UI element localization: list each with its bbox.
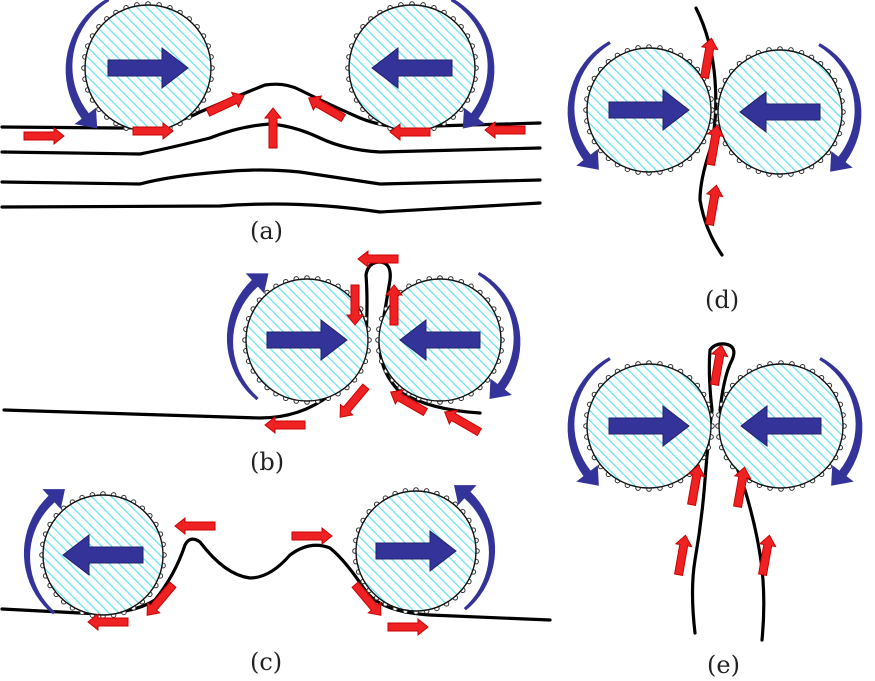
panel-label-b: (b) <box>250 448 284 476</box>
panel-label-a: (a) <box>250 217 283 245</box>
rotation-arrow-clockwise <box>450 0 495 129</box>
sheet-strand-left <box>690 342 766 642</box>
push-arrow-left <box>739 90 821 134</box>
rotation-arrow-counterclockwise <box>65 0 110 129</box>
flow-arrow-up-left <box>307 95 347 123</box>
flow-arrow-up-left <box>443 409 483 437</box>
flow-arrow-left <box>357 249 399 269</box>
flow-arrow-up-right <box>205 91 245 117</box>
push-arrow-right <box>375 529 457 573</box>
flow-arrow-right <box>387 617 429 637</box>
flow-arrow-left <box>389 122 431 142</box>
flow-arrow-down-left <box>339 383 370 418</box>
sheet-layer-4 <box>0 201 542 214</box>
rotation-arrow-counterclockwise <box>567 41 611 170</box>
push-arrow-right <box>107 46 189 90</box>
flow-arrow-up <box>674 534 693 576</box>
push-arrow-left <box>740 404 822 448</box>
flow-arrow-left <box>484 120 526 140</box>
flow-arrow-up <box>700 37 719 79</box>
panel-c-right-roller <box>352 485 496 615</box>
flow-arrow-up-left <box>389 389 429 417</box>
flow-arrow-down <box>345 284 365 326</box>
rotation-arrow-counterclockwise <box>454 485 496 611</box>
panel-label-e: (e) <box>707 651 740 679</box>
flow-arrows <box>23 37 777 637</box>
panel-a-left-roller <box>65 0 215 135</box>
push-arrow-right <box>608 404 690 448</box>
panel-label-d: (d) <box>705 286 739 314</box>
panel-e: (e) <box>690 342 766 679</box>
panel-d-right-roller <box>714 43 862 178</box>
panel-d: (d) <box>694 6 739 314</box>
rollers <box>23 0 863 619</box>
flow-arrow-up <box>705 184 724 226</box>
push-arrow-left <box>371 46 453 90</box>
rotation-arrow-clockwise <box>23 489 65 615</box>
panel-d-left-roller <box>567 41 715 176</box>
panel-label-c: (c) <box>250 648 282 676</box>
flow-arrow-right <box>23 126 65 146</box>
flow-arrow-up <box>384 284 404 326</box>
panel-a-right-roller <box>345 0 495 135</box>
panel-b-left-roller <box>226 273 372 405</box>
push-arrow-right <box>266 318 348 362</box>
rotation-arrow-clockwise <box>818 43 862 172</box>
push-arrow-right <box>608 88 690 132</box>
flow-arrow-up <box>687 464 706 506</box>
rotation-arrow-clockwise <box>477 271 521 399</box>
sheet-layer-3 <box>0 168 542 186</box>
flow-arrow-up <box>710 344 729 386</box>
flow-arrow-right <box>132 121 174 141</box>
panel-a: (a) <box>0 82 542 245</box>
rotation-arrow-counterclockwise <box>567 357 611 486</box>
flow-arrow-up <box>263 107 283 149</box>
push-arrow-left <box>62 533 144 577</box>
push-arrow-left <box>399 318 481 362</box>
flow-arrow-down-left <box>146 581 177 616</box>
flow-arrow-left <box>174 516 216 536</box>
panel-e-left-roller <box>567 357 715 492</box>
flow-arrow-down-right <box>351 581 382 616</box>
flow-arrow-left <box>87 612 129 632</box>
flow-arrow-right <box>291 526 333 546</box>
flow-arrow-left <box>264 415 306 435</box>
panel-c-left-roller <box>23 489 167 619</box>
panel-b-right-roller <box>375 271 521 405</box>
flow-arrow-up <box>758 534 777 576</box>
rotation-arrow-clockwise <box>226 273 269 401</box>
flow-arrow-up <box>733 466 752 508</box>
panel-e-right-roller <box>715 357 863 492</box>
rotation-arrow-clockwise <box>819 357 863 486</box>
flow-arrow-up <box>706 124 725 166</box>
